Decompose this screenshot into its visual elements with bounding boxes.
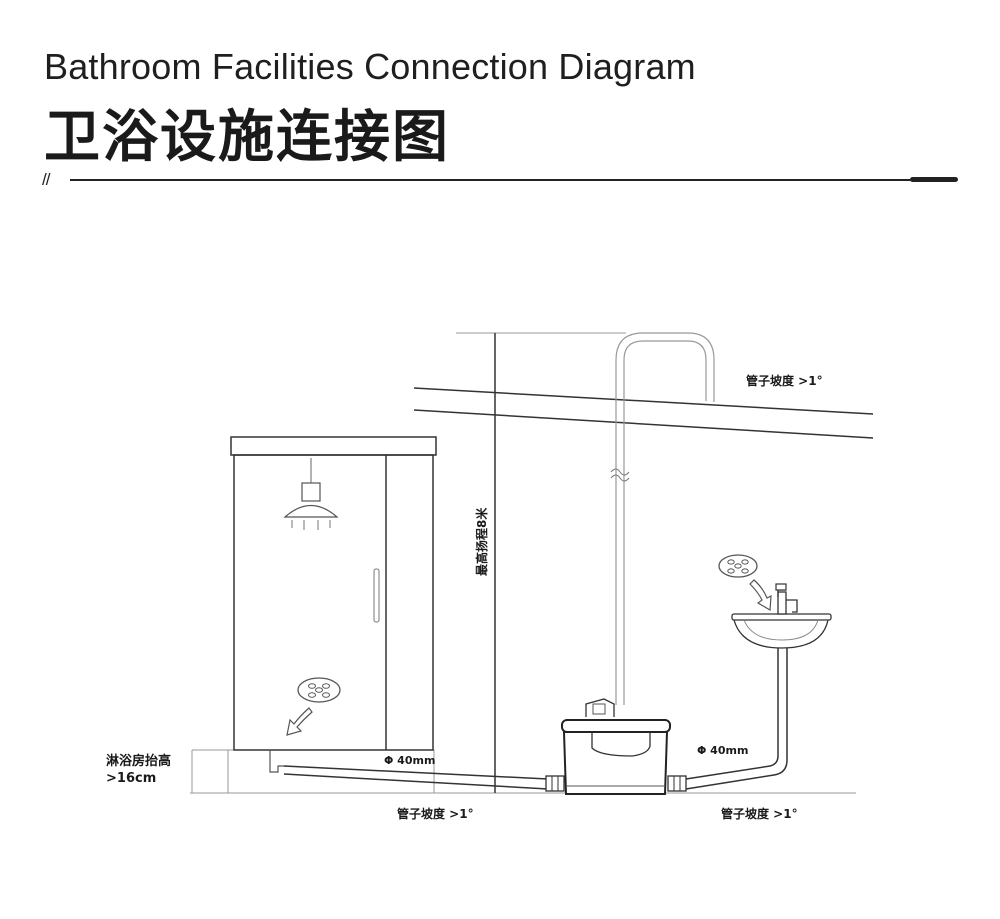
pump-unit-icon [545,698,687,795]
label-slope-bottom-left: 管子坡度 >1° [397,806,474,821]
label-max-head: 最高扬程8米 [474,507,489,576]
shower-head-icon [283,458,339,530]
curved-arrow-icon [286,707,313,736]
basin-drain-pipe [685,648,788,790]
title-english: Bathroom Facilities Connection Diagram [44,46,696,87]
basin-drain-cover-icon [718,554,758,578]
divider-line [70,179,956,181]
label-shower-raise-line2: >16cm [106,771,156,786]
basin-icon [731,613,832,649]
divider-slashes: // [42,170,51,189]
riser-pipe [610,332,715,705]
label-slope-bottom-right: 管子坡度 >1° [721,806,798,821]
label-slope-top: 管子坡度 >1° [746,373,823,388]
label-pipe-dia-right: Φ 40mm [697,744,748,757]
divider-accent [910,177,958,182]
max-head-measure [456,332,626,793]
label-pipe-dia-left: Φ 40mm [384,754,435,767]
floor-drain-icon [297,677,341,703]
faucet-icon [775,583,798,615]
title-chinese: 卫浴设施连接图 [44,105,450,170]
curved-arrow-icon [749,579,772,612]
ceiling-pipe [413,387,874,439]
shower-enclosure [230,436,437,751]
shower-drain-pipe [269,750,549,790]
label-shower-raise-line1: 淋浴房抬高 [106,753,171,769]
